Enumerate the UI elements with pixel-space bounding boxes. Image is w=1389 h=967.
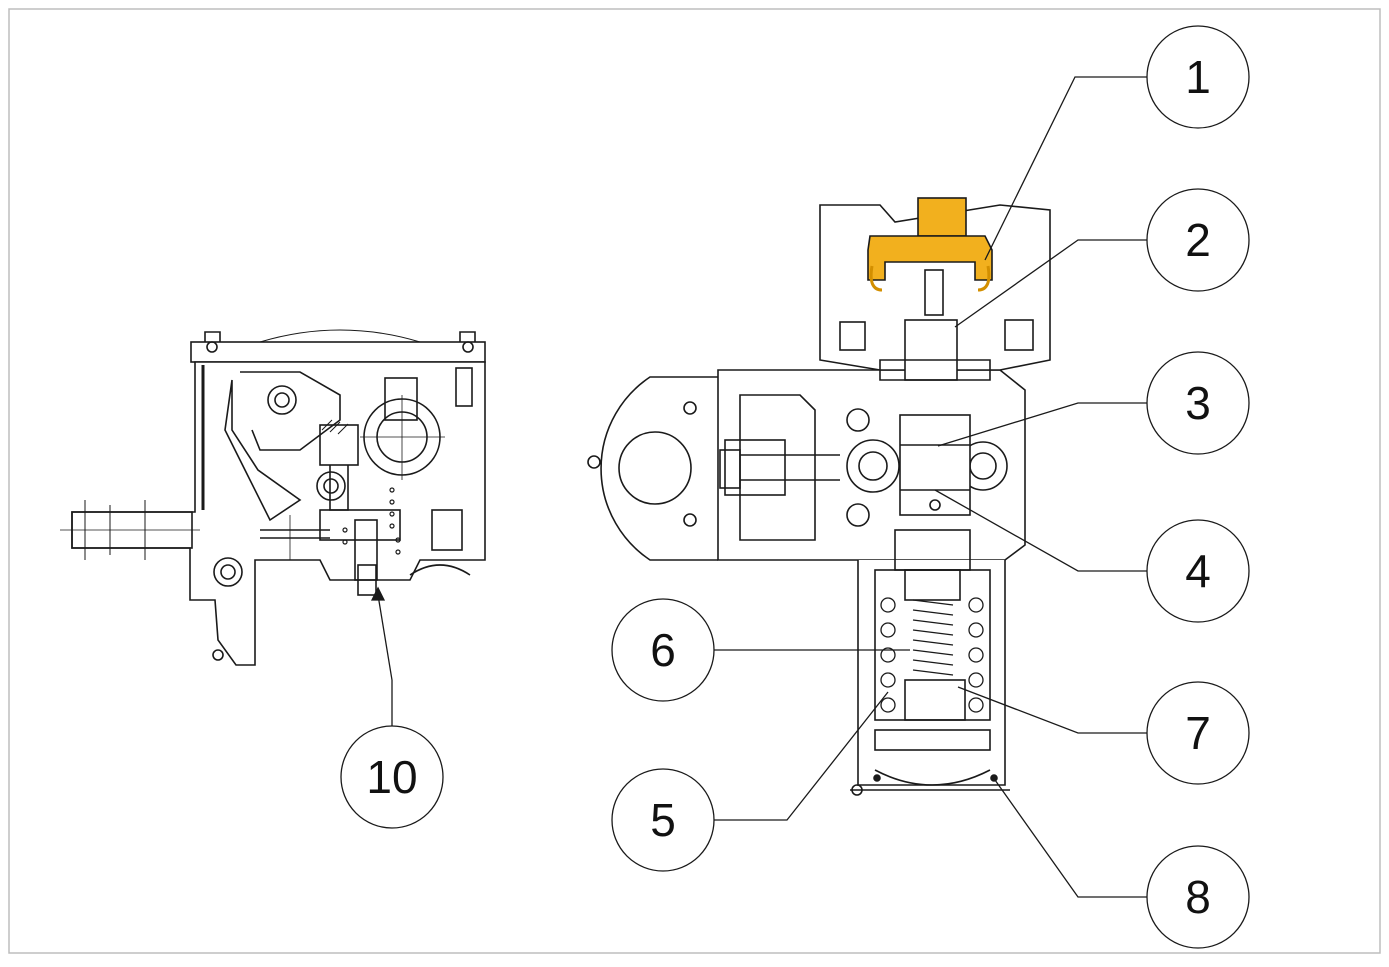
right-assembly: [587, 197, 1051, 796]
callout-4: 4: [1146, 519, 1250, 623]
callout-10: 10: [340, 725, 444, 829]
highlight-cap: [867, 197, 993, 292]
callout-4-label: 4: [1185, 545, 1211, 597]
callout-5-label: 5: [650, 794, 676, 846]
callout-3-label: 3: [1185, 377, 1211, 429]
callout-8-label: 8: [1185, 871, 1211, 923]
callout-10-label: 10: [366, 751, 417, 803]
callout-7-label: 7: [1185, 707, 1211, 759]
callout-5: 5: [611, 768, 715, 872]
callout-2-label: 2: [1185, 214, 1211, 266]
callout-6-label: 6: [650, 624, 676, 676]
left-assembly: [60, 329, 486, 666]
callout-1-label: 1: [1185, 51, 1211, 103]
callout-8: 8: [1146, 845, 1250, 949]
callout-2: 2: [1146, 188, 1250, 292]
callout-3: 3: [1146, 351, 1250, 455]
callout-1: 1: [1146, 25, 1250, 129]
leader-lines: [370, 76, 1147, 898]
callout-7: 7: [1146, 681, 1250, 785]
callout-6: 6: [611, 598, 715, 702]
drawing-frame: [8, 8, 1381, 954]
